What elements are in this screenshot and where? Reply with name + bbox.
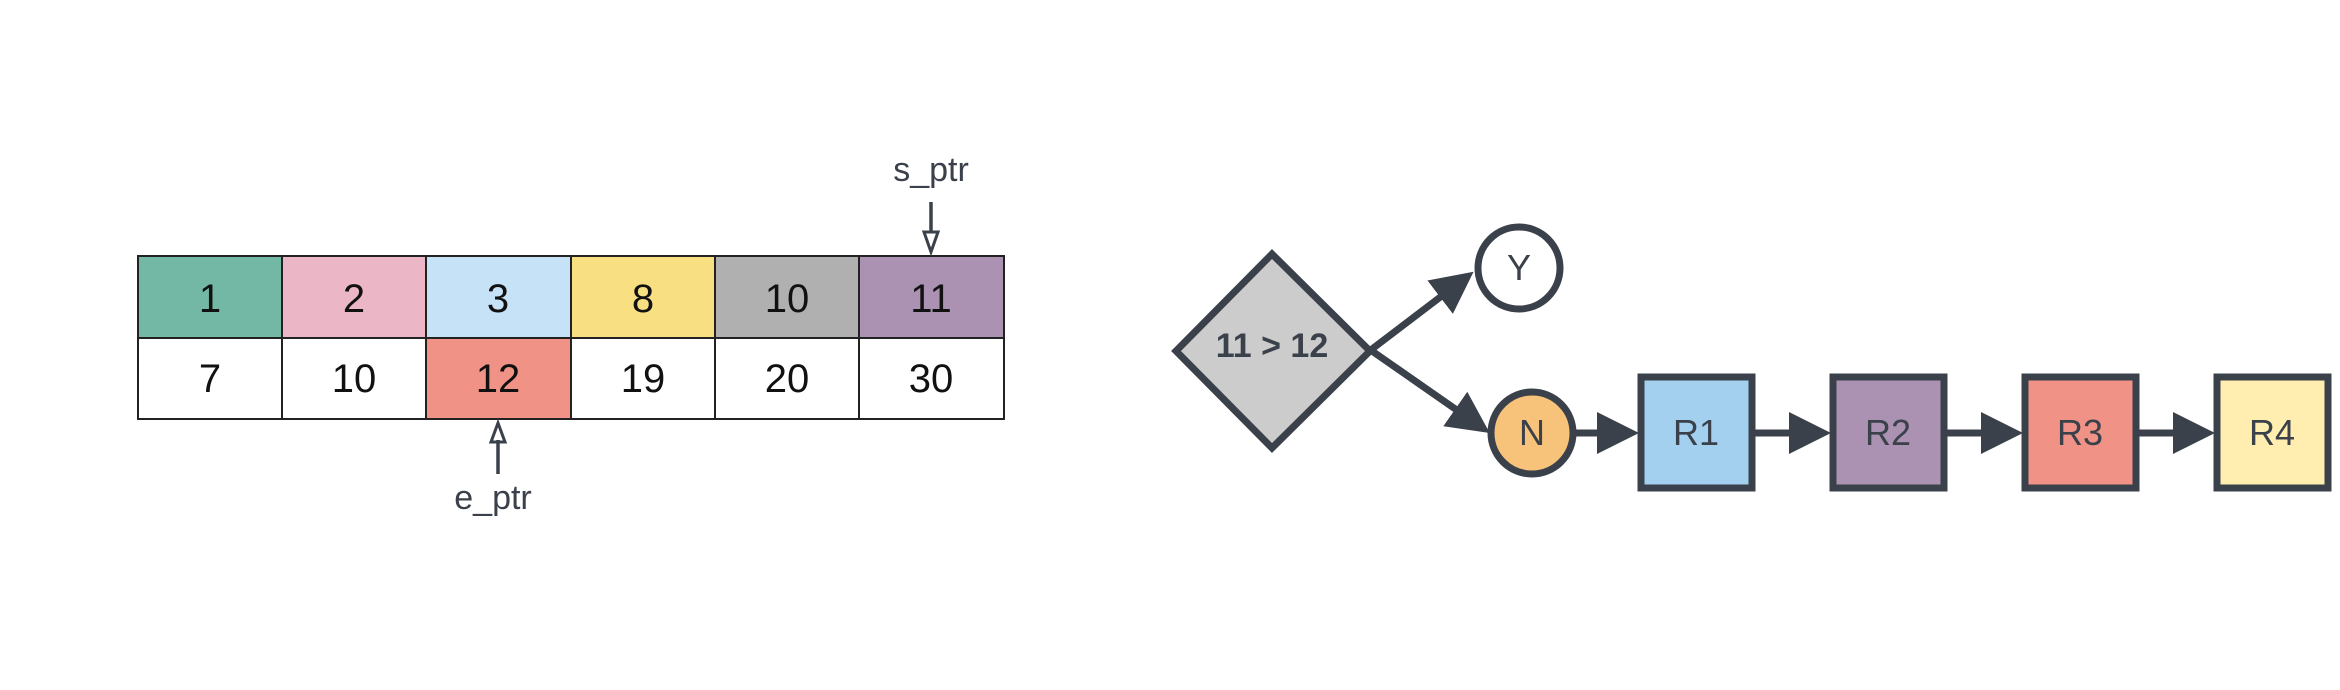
array-cell: 10 xyxy=(281,337,427,420)
result-label: R3 xyxy=(2057,412,2103,453)
edge-decision-to-no xyxy=(1369,348,1490,434)
array-cell-box xyxy=(858,255,1005,339)
no-node-circle xyxy=(1487,388,1577,478)
array-cell-value: 11 xyxy=(910,277,952,321)
array-cell: 20 xyxy=(714,337,860,420)
array-cell-value: 10 xyxy=(765,277,810,321)
array-cell: 12 xyxy=(425,337,572,420)
result-node-r2: R2 xyxy=(1829,373,1948,492)
array-cell: 19 xyxy=(570,337,716,420)
array-cell-value: 7 xyxy=(199,357,221,401)
array-cell-value: 10 xyxy=(332,357,377,401)
no-node-label: N xyxy=(1519,412,1545,453)
no-node: N xyxy=(1487,388,1577,478)
array-cell: 2 xyxy=(281,255,427,339)
flow-edges xyxy=(1369,271,2215,454)
decision-diamond xyxy=(1171,249,1375,453)
result-label: R4 xyxy=(2249,412,2295,453)
result-box xyxy=(1637,373,1756,492)
array-cell: 3 xyxy=(425,255,572,339)
array-cell-value: 1 xyxy=(199,277,221,321)
end-pointer-arrowhead-icon xyxy=(488,418,508,444)
array-cell-box xyxy=(425,337,572,420)
array-cell-box xyxy=(425,255,572,339)
array-cell: 8 xyxy=(570,255,716,339)
array-cell-value: 2 xyxy=(343,277,365,321)
array-cell: 1 xyxy=(137,255,283,339)
yes-node-label: Y xyxy=(1507,247,1531,288)
array-cell-box xyxy=(858,337,1005,420)
array-cell: 7 xyxy=(137,337,283,420)
array-top-row: 1 2 3 8 10 11 xyxy=(137,255,1005,339)
decision-label: 11 > 12 xyxy=(1216,327,1329,365)
start-pointer-arrowhead-icon xyxy=(921,230,941,257)
array-cell-box xyxy=(570,337,716,420)
result-label: R2 xyxy=(1865,412,1911,453)
start-pointer: s_ptr xyxy=(893,151,969,257)
result-box xyxy=(2021,373,2140,492)
array-cell-value: 20 xyxy=(765,357,810,401)
array-cell-value: 30 xyxy=(909,357,954,401)
array-cell: 10 xyxy=(714,255,860,339)
array-cell-box xyxy=(137,255,283,339)
yes-node: Y xyxy=(1474,223,1564,313)
end-pointer-label: e_ptr xyxy=(454,479,532,517)
result-box xyxy=(1829,373,1948,492)
yes-node-circle xyxy=(1474,223,1564,313)
array-cell: 30 xyxy=(858,337,1005,420)
result-node-r4: R4 xyxy=(2213,373,2332,492)
array-cell: 11 xyxy=(858,255,1005,339)
array-cell-box xyxy=(137,337,283,420)
end-pointer: e_ptr xyxy=(454,418,532,517)
start-pointer-label: s_ptr xyxy=(893,151,969,189)
edge-decision-to-yes xyxy=(1369,271,1474,352)
array-grid: 1 2 3 8 10 11 xyxy=(137,255,1005,420)
array-cell-value: 8 xyxy=(632,277,654,321)
array-cell-box xyxy=(281,255,427,339)
result-node-r3: R3 xyxy=(2021,373,2140,492)
array-cell-value: 12 xyxy=(476,357,521,401)
result-box xyxy=(2213,373,2332,492)
array-bottom-row: 7 10 12 19 20 30 xyxy=(137,337,1005,420)
result-label: R1 xyxy=(1673,412,1719,453)
array-cell-value: 19 xyxy=(621,357,666,401)
decision-node: 11 > 12 xyxy=(1171,249,1375,453)
result-node-r1: R1 xyxy=(1637,373,1756,492)
array-cell-value: 3 xyxy=(487,277,509,321)
array-cell-box xyxy=(281,337,427,420)
